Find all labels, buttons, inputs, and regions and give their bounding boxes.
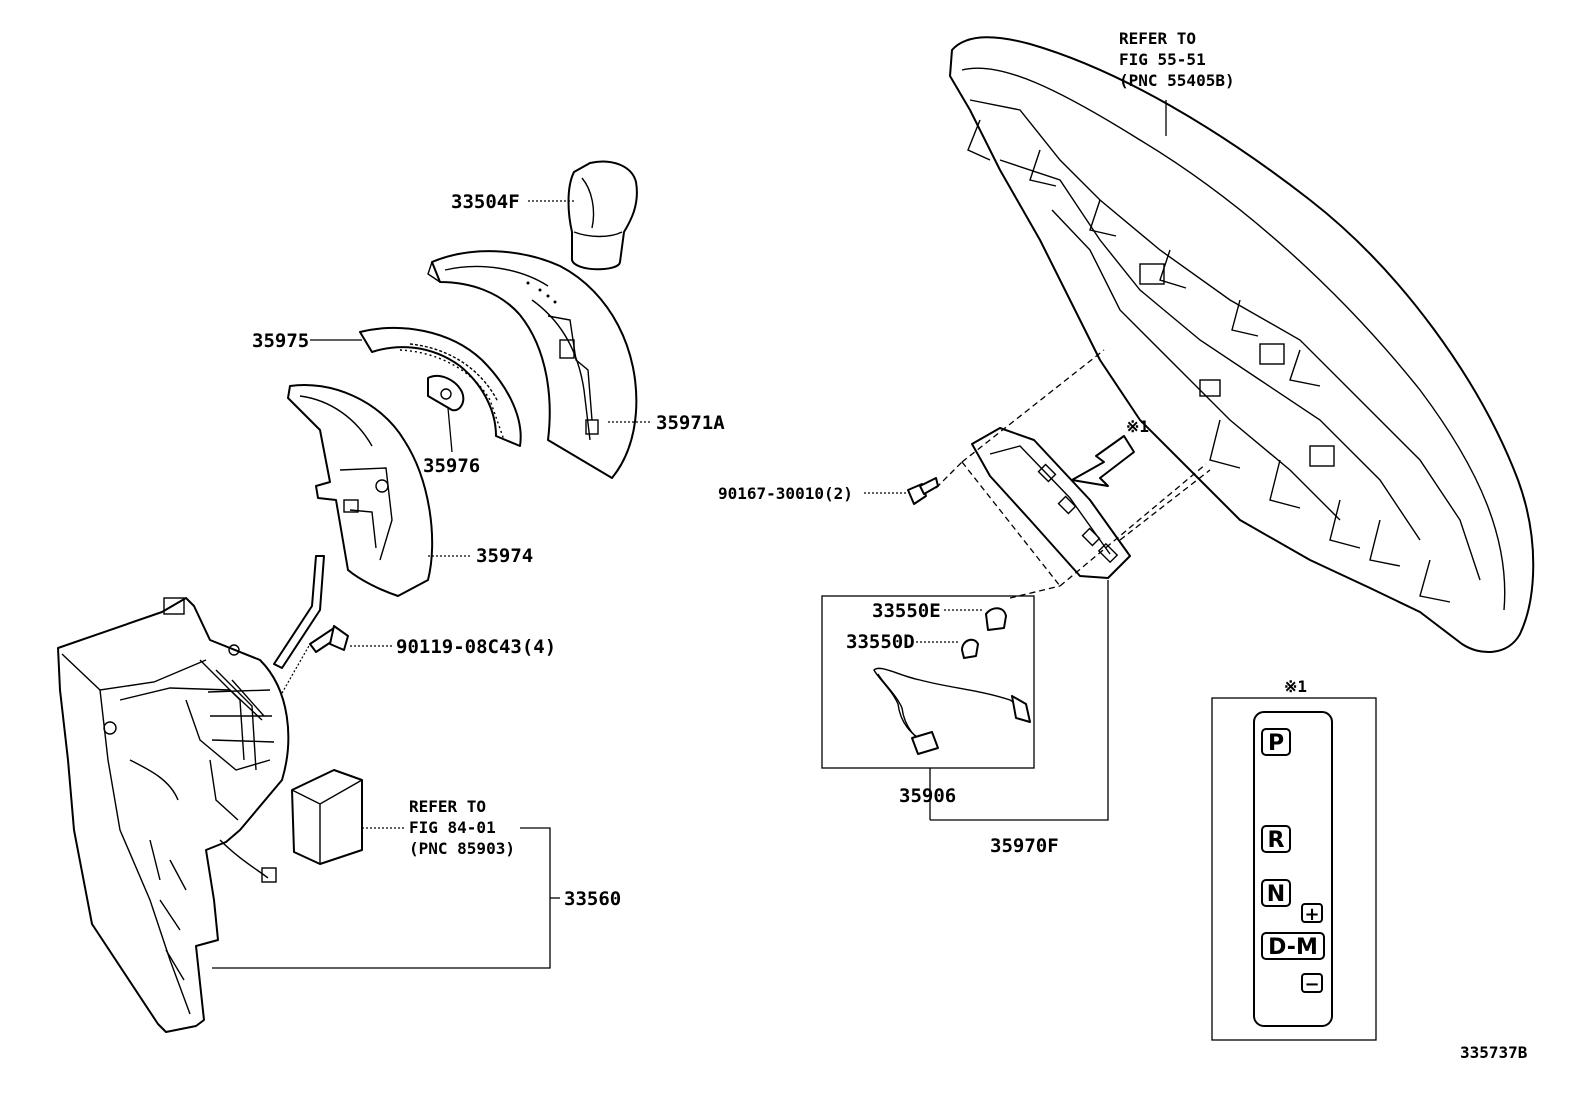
control-module [291,769,363,865]
label-35970F: 35970F [990,835,1059,857]
svg-text:R: R [1268,828,1285,853]
refer-bottom-line2: FIG 84-01 [409,818,496,837]
svg-text:P: P [1268,731,1284,756]
bulb-33550D [961,638,979,659]
label-35975: 35975 [252,330,309,352]
svg-text:+: + [1304,904,1319,925]
indicator-D-M: D-M [1261,932,1325,960]
refer-top-line2: FIG 55-51 [1119,50,1206,69]
label-90119: 90119-08C43(4) [396,636,556,658]
shift-lock-assembly [57,597,290,1033]
small-plate [427,374,465,412]
label-33560: 33560 [564,888,621,910]
indicator-minus: − [1301,973,1323,995]
wire-harness [873,667,1031,755]
detail-frame [1211,697,1377,1041]
svg-text:D-M: D-M [1268,935,1318,960]
label-90167: 90167-30010(2) [718,484,853,503]
indicator-plus: + [1301,903,1323,925]
label-33550D: 33550D [846,631,915,653]
label-35974: 35974 [476,545,533,567]
screw-90167 [907,477,939,505]
svg-text:−: − [1304,974,1319,995]
shift-knob [567,160,638,271]
label-33504F: 33504F [451,191,520,213]
slide-plate [359,326,522,447]
indicator-panel [971,427,1131,579]
refer-top-line1: REFER TO [1119,29,1196,48]
bulb-33550E [985,607,1007,631]
label-35906: 35906 [899,785,956,807]
console-panel [949,36,1535,654]
indicator-R: R [1261,825,1291,853]
figure-id: 335737B [1460,1043,1528,1062]
view-arrow [1071,435,1135,487]
refer-top-line3: (PNC 55405B) [1119,71,1235,90]
indicator-N: N [1261,879,1291,907]
shutter-cover [427,250,638,479]
lever-rod [273,555,325,701]
refer-bottom-line1: REFER TO [409,797,486,816]
detail-title: ※1 [1284,677,1307,696]
svg-text:N: N [1267,882,1285,907]
label-33550E: 33550E [872,600,941,622]
indicator-P: P [1261,728,1291,756]
indicator-housing [287,384,434,597]
bulb-socket-box [821,595,1035,769]
label-35971A: 35971A [656,412,725,434]
refer-bottom-line3: (PNC 85903) [409,839,515,858]
label-35976: 35976 [423,455,480,477]
note-mark-arrow: ※1 [1126,417,1149,436]
bolt-90119 [309,625,349,653]
